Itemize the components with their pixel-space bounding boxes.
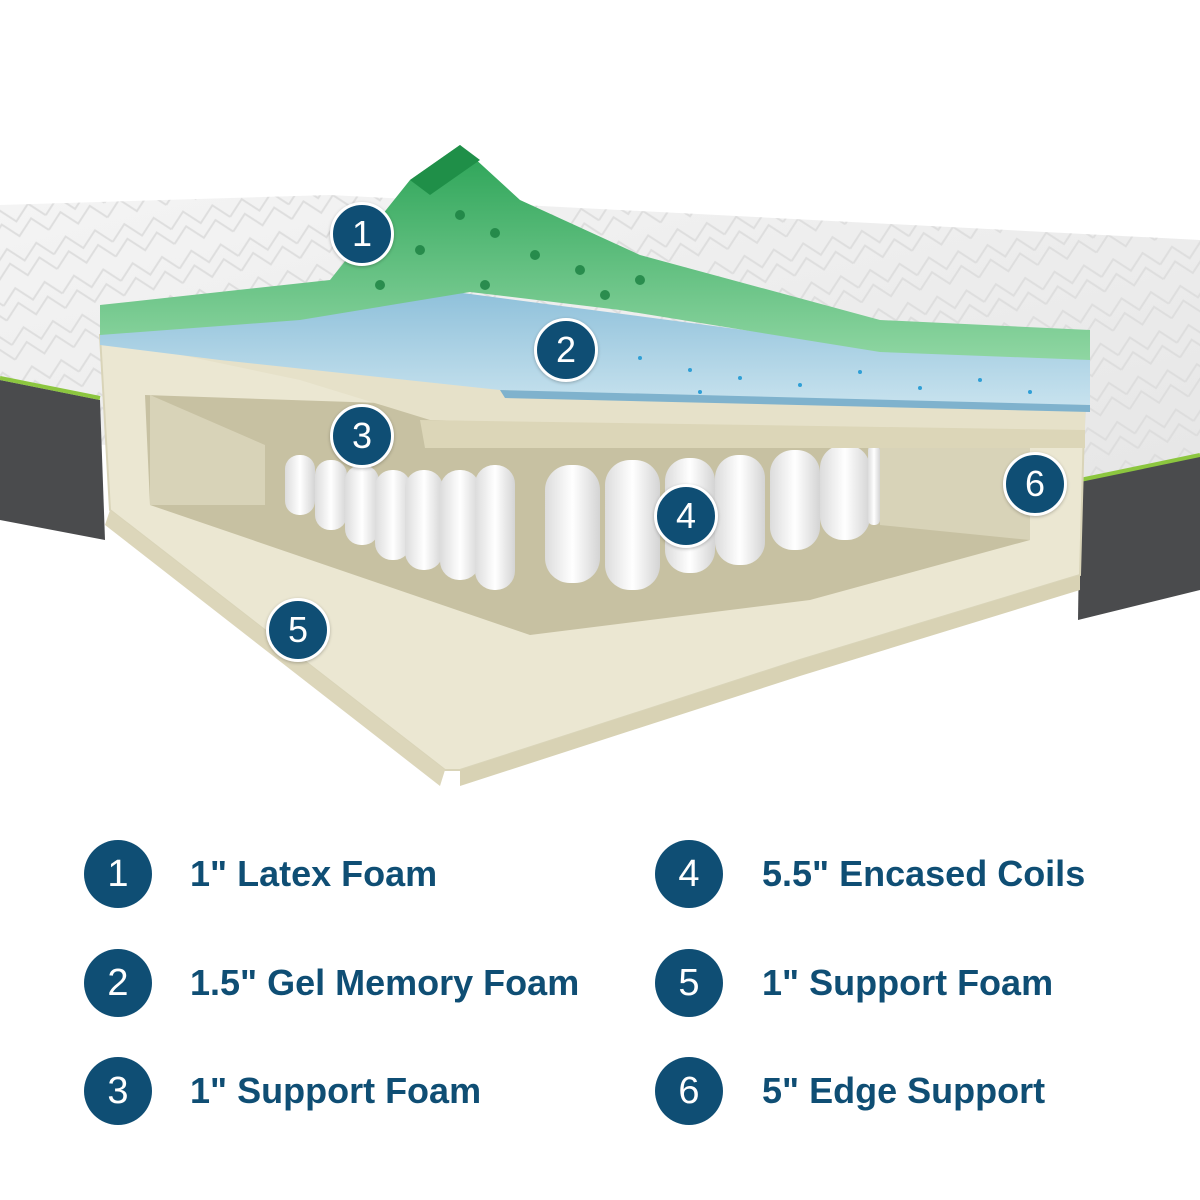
legend-badge-3: 3 bbox=[84, 1057, 152, 1125]
legend-label-4: 5.5" Encased Coils bbox=[762, 853, 1086, 894]
legend-label-6: 5" Edge Support bbox=[762, 1070, 1046, 1111]
mattress-side-band-right bbox=[1078, 455, 1200, 620]
callout-badge-4: 4 bbox=[654, 484, 718, 548]
legend-label-3: 1" Support Foam bbox=[190, 1070, 482, 1111]
callout-badge-1: 1 bbox=[330, 202, 394, 266]
legend-badge-1: 1 bbox=[84, 840, 152, 908]
latex-foam-layer bbox=[100, 145, 1090, 360]
mattress-side-band-left bbox=[0, 380, 105, 540]
legend-label-5: 1" Support Foam bbox=[762, 962, 1054, 1003]
legend-badge-5: 5 bbox=[655, 949, 723, 1017]
legend-badge-2: 2 bbox=[84, 949, 152, 1017]
legend-badge-6: 6 bbox=[655, 1057, 723, 1125]
callout-badge-6: 6 bbox=[1003, 452, 1067, 516]
callout-badge-3: 3 bbox=[330, 404, 394, 468]
mattress-cutaway-illustration bbox=[0, 145, 1200, 786]
legend-badge-4: 4 bbox=[655, 840, 723, 908]
legend-label-2: 1.5" Gel Memory Foam bbox=[190, 962, 580, 1003]
legend-label-1: 1" Latex Foam bbox=[190, 853, 438, 894]
callout-badge-2: 2 bbox=[534, 318, 598, 382]
callout-badge-5: 5 bbox=[266, 598, 330, 662]
